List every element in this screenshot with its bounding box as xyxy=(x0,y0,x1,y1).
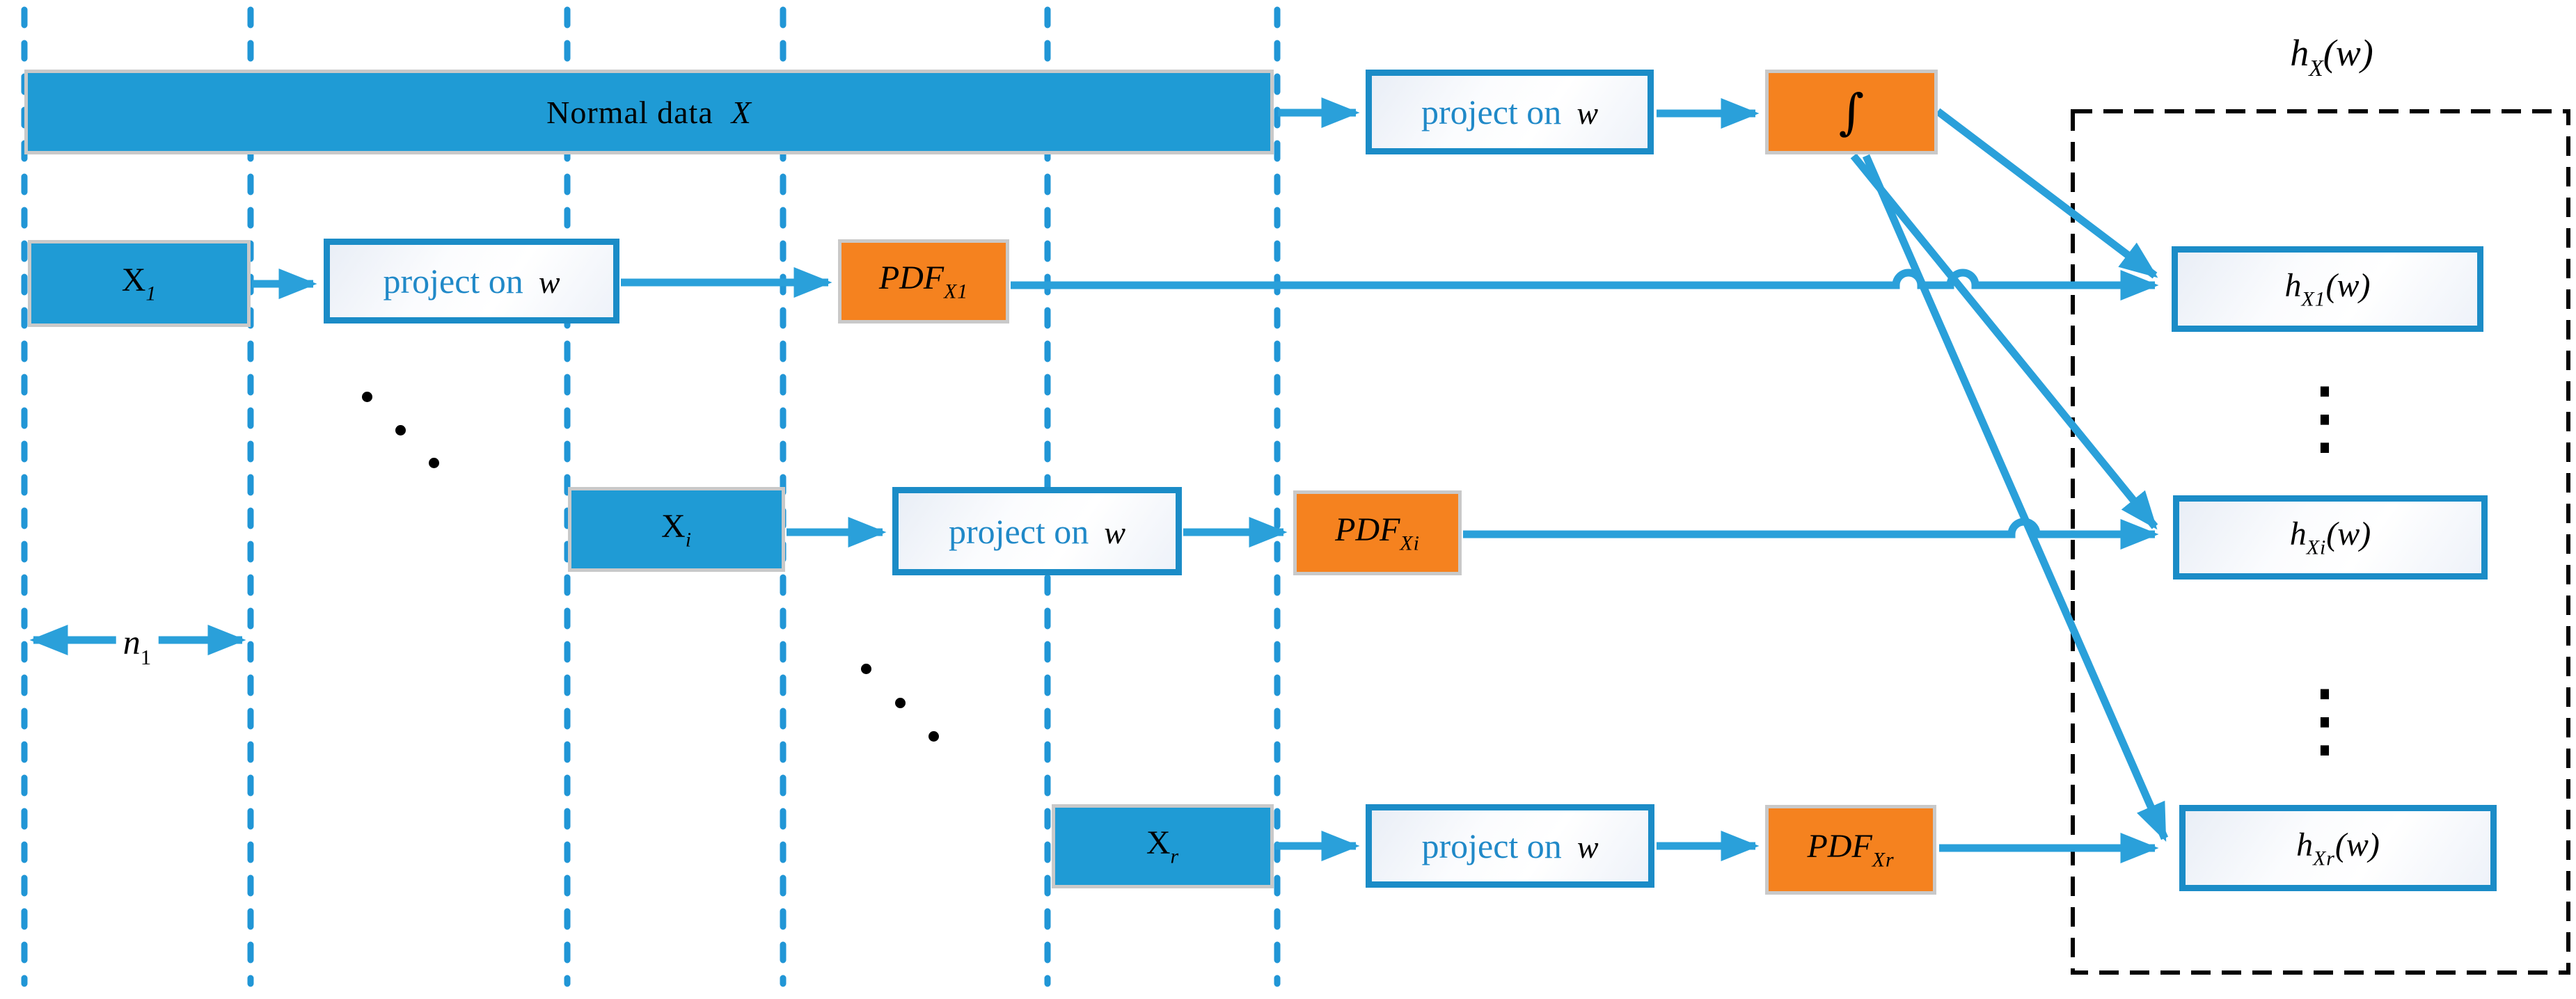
arrow-pdfxi-to-hxi xyxy=(1463,518,2159,550)
pdf-xi-label: PDFXi xyxy=(1335,511,1420,555)
hx-container-border xyxy=(2071,109,2570,975)
vertical-ellipsis-1: ⋮ xyxy=(2284,369,2366,465)
integral-symbol: ∫ xyxy=(1838,83,1865,141)
hxi-label: hXi(w) xyxy=(2289,516,2371,559)
partition-guides xyxy=(21,6,1281,987)
diagonal-ellipsis-dot xyxy=(895,698,906,708)
n1-label: n1 xyxy=(116,621,159,670)
hxr-label: hXr(w) xyxy=(2296,826,2380,870)
pdf-x1-label: PDFX1 xyxy=(878,259,969,303)
xr-label: Xr xyxy=(1146,824,1180,868)
pdf-xr-label: PDFXr xyxy=(1807,828,1895,872)
hx1-box: hX1(w) xyxy=(2172,246,2483,332)
arrow-integral-to-hxr xyxy=(1862,154,2169,842)
hxr-box: hXr(w) xyxy=(2179,805,2497,891)
xi-label: Xi xyxy=(661,507,692,552)
hx-container-title: hX(w) xyxy=(2290,32,2373,82)
diagonal-ellipsis-dot xyxy=(929,731,939,742)
normal-data-var: X xyxy=(731,94,752,130)
x1-label: X1 xyxy=(121,262,157,305)
pdf-x1-box: PDFX1 xyxy=(838,239,1009,323)
arrow-pdfx1-to-hx1 xyxy=(1011,269,2159,301)
arrow-integral-to-hxi xyxy=(1850,153,2158,530)
pdf-xr-box: PDFXr xyxy=(1765,805,1936,895)
pdf-xi-box: PDFXi xyxy=(1293,490,1462,575)
diagonal-ellipsis-dot xyxy=(362,392,372,402)
diagonal-ellipsis-dot xyxy=(429,458,439,468)
x1-box: X1 xyxy=(28,240,251,327)
diagonal-ellipsis-dot xyxy=(861,664,871,674)
diagonal-ellipsis-dot xyxy=(395,425,406,435)
xr-box: Xr xyxy=(1052,804,1274,888)
hxi-box: hXi(w) xyxy=(2173,495,2488,580)
hx1-label: hX1(w) xyxy=(2284,267,2371,311)
arrow-integral-to-hx1 xyxy=(1935,108,2158,279)
vertical-ellipsis-2: ⋮ xyxy=(2284,671,2366,767)
xi-box: Xi xyxy=(568,487,785,572)
integral-box: ∫ xyxy=(1765,70,1938,154)
